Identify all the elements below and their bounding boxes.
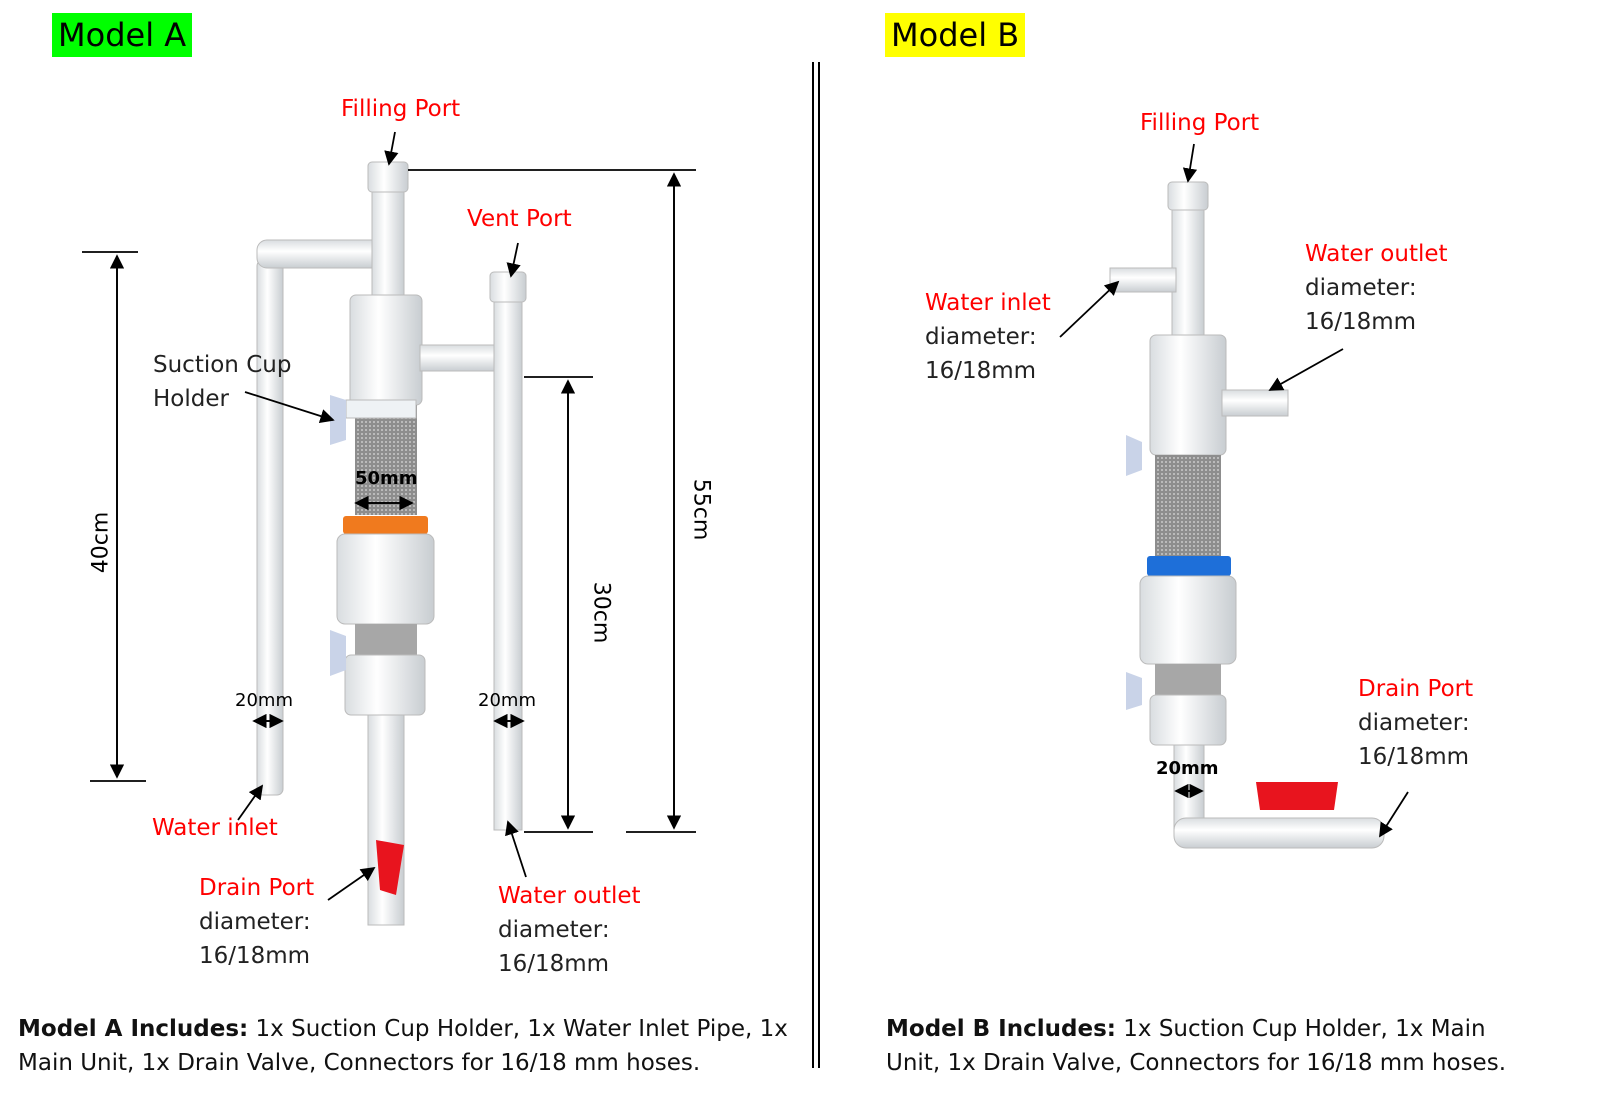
model-a-includes-text: 1x Suction Cup Holder, 1x Water Inlet Pi… (18, 1016, 788, 1076)
model-b-includes-text: 1x Suction Cup Holder, 1x Main Unit, 1x … (886, 1016, 1507, 1076)
model-a-filling-port-label: Filling Port (341, 96, 461, 122)
model-a-includes: Model A Includes: 1x Suction Cup Holder,… (18, 1012, 788, 1080)
model-b-includes-label: Model B Includes: (886, 1016, 1116, 1042)
model-a-water-outlet-label: Water outlet (498, 883, 641, 909)
model-a-dimension-lines (82, 131, 696, 901)
divider (812, 62, 820, 1068)
model-b-inlet-diameter-value: 16/18mm (925, 358, 1037, 384)
model-b-outlet-diameter-value: 16/18mm (1305, 309, 1417, 335)
model-b-title: Model B (885, 13, 1026, 57)
model-a-dim-40cm: 40cm (88, 511, 114, 574)
model-a-dim-outlet-20mm: 20mm (478, 690, 536, 711)
model-b-drain-port-label: Drain Port (1358, 676, 1474, 702)
model-b-includes: Model B Includes: 1x Suction Cup Holder,… (886, 1012, 1546, 1080)
model-b-inlet-diameter-label: diameter: (925, 324, 1037, 350)
model-a-title: Model A (52, 13, 193, 57)
model-a-includes-label: Model A Includes: (18, 1016, 249, 1042)
model-a-water-inlet-label: Water inlet (152, 815, 278, 841)
model-a-outlet-diameter-value: 16/18mm (498, 951, 610, 977)
model-b-color-ring (1147, 556, 1231, 576)
model-b-filling-port-label: Filling Port (1140, 110, 1260, 136)
model-a-drain-diameter-label: diameter: (199, 909, 311, 935)
model-b-arrows (1059, 143, 1409, 838)
model-b-dim-20mm: 20mm (1156, 758, 1219, 779)
model-b-drain-diameter-value: 16/18mm (1358, 744, 1470, 770)
model-b-water-inlet-label: Water inlet (925, 290, 1051, 316)
model-a-drain-diameter-value: 16/18mm (199, 943, 311, 969)
model-b-outlet-diameter-label: diameter: (1305, 275, 1417, 301)
model-a-dim-inlet-20mm: 20mm (235, 690, 293, 711)
model-a-device (256, 161, 527, 926)
model-a-suction-cup-label-1: Suction Cup (153, 352, 292, 378)
model-a-dim-30cm: 30cm (588, 581, 614, 644)
model-a-vent-port-label: Vent Port (467, 206, 572, 232)
model-a-color-ring (343, 516, 428, 534)
model-a-suction-cup-label-2: Holder (153, 386, 229, 412)
model-b-drain-diameter-label: diameter: (1358, 710, 1470, 736)
model-a-outlet-diameter-label: diameter: (498, 917, 610, 943)
model-a-dim-50mm: 50mm (355, 468, 418, 489)
model-a-drain-port-label: Drain Port (199, 875, 315, 901)
model-b-water-outlet-label: Water outlet (1305, 241, 1448, 267)
model-a-dim-55cm: 55cm (688, 478, 714, 541)
